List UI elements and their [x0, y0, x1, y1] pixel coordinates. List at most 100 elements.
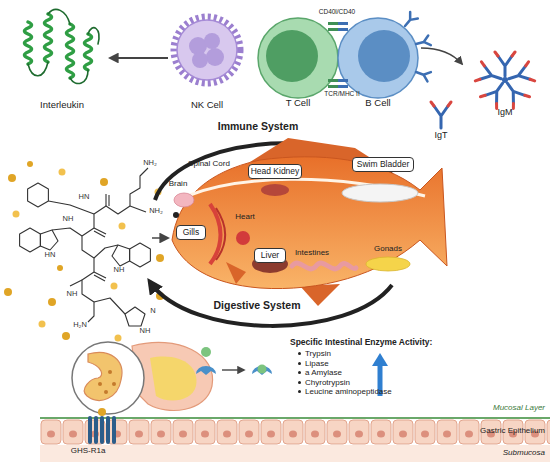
fish-anatomy [172, 157, 447, 289]
nk-cell [206, 48, 224, 66]
fish-anatomy [173, 212, 179, 218]
peptide-molecule [52, 228, 82, 236]
peptide-molecule [94, 298, 125, 314]
node-text: T Cell [256, 97, 340, 108]
ligand-dots [156, 254, 164, 262]
b-cell [338, 12, 431, 98]
enzyme-activation [201, 347, 211, 357]
ghs-r1a-receptor [94, 416, 98, 444]
nk-cell [174, 17, 240, 83]
ligand-dots [13, 211, 20, 218]
peptide-molecule [130, 168, 148, 206]
fish-anatomy [226, 262, 246, 284]
fish-anatomy [216, 208, 225, 260]
b-cell [401, 12, 418, 29]
igm-antibody [480, 94, 499, 109]
uptake-arrow [152, 237, 168, 239]
fish-anatomy [236, 231, 250, 245]
peptide-molecule [28, 183, 49, 207]
receptor-label: GHS-R1a [71, 447, 106, 456]
increase-arrow [372, 353, 388, 366]
tissue-layer-label: Mucosal Layer [493, 404, 545, 413]
igt-antibody [431, 102, 451, 106]
igm-antibody [499, 77, 529, 108]
node-text: Swim Bladder [357, 160, 409, 169]
peptide-molecule [130, 243, 151, 267]
node-text: Head Kidney [251, 167, 300, 176]
b-cell [415, 36, 431, 49]
enzyme-item: a Amylase [298, 369, 342, 378]
gastric-tissue [40, 445, 550, 462]
stomach-illustration [98, 382, 102, 386]
interleukin-protein [48, 9, 70, 24]
igm-antibody [498, 56, 512, 76]
igm-antibody [525, 62, 535, 82]
t-cell [266, 30, 318, 82]
atom-label: NH [67, 290, 78, 298]
ligand-dots [4, 161, 164, 342]
gastric-tissue [40, 418, 550, 462]
antibody-label: IgT [434, 131, 447, 141]
peptide-molecule [125, 307, 145, 326]
list-item-text: Trypsin [305, 349, 331, 358]
ghs-r1a-receptor [98, 408, 106, 416]
ghs-r1a-receptor [112, 416, 116, 444]
peptide-molecule [20, 228, 41, 252]
tissue-layer-label: Gastric Epithelium [480, 427, 545, 436]
list-item-text: a Amylase [305, 368, 342, 377]
node-text: NK Cell [168, 99, 246, 110]
bullet-dot [298, 390, 301, 393]
enzyme-item: Trypsin [298, 350, 331, 359]
organ-box: Liver [254, 248, 286, 263]
peptide-molecule [94, 245, 118, 258]
interleukin-protein [28, 62, 48, 76]
igm-antibody [480, 66, 503, 85]
igm-antibody [480, 77, 510, 108]
interleukin-protein [88, 28, 99, 44]
system-label: Immune System [218, 121, 299, 133]
b-cell [414, 67, 431, 81]
organ-label: Intestines [295, 249, 329, 258]
interleukin-protein [25, 9, 99, 83]
bullet-dot [298, 362, 301, 365]
receptor-pairs [328, 28, 338, 31]
peptide-molecule [94, 228, 106, 234]
receptor-pairs [338, 85, 348, 88]
system-label: Digestive System [214, 300, 301, 312]
ligand-dots [27, 161, 33, 167]
organ-box: Head Kidney [248, 164, 302, 179]
stomach-illustration [84, 352, 122, 400]
organ-label: Spinal Cord [188, 160, 230, 169]
bullet-dot [298, 381, 301, 384]
fish-anatomy [292, 263, 356, 269]
ligand-dots [8, 174, 16, 182]
atom-label: H₂N [73, 321, 87, 329]
receptor-pairs [328, 22, 348, 88]
nk-cell [174, 17, 240, 83]
atom-label: NH [140, 327, 151, 335]
atom-label: NH₂ [149, 207, 163, 215]
peptide-molecule [20, 168, 151, 326]
ligand-dots [59, 169, 66, 176]
atom-label: HN [45, 251, 56, 259]
receptor-pairs [328, 79, 338, 82]
fish-anatomy [174, 193, 194, 207]
b-cell [414, 67, 431, 81]
stomach-illustration [150, 357, 197, 401]
list-item-text: Leucine aminopeptidase [305, 387, 392, 396]
interleukin-protein [25, 22, 32, 64]
ghs-r1a-receptor [106, 416, 110, 444]
organ-box: Gills [176, 225, 206, 240]
node-text: Gills [183, 228, 200, 237]
igm-antibody [511, 94, 530, 109]
interface-label: TCR/MHC II [324, 90, 359, 97]
list-item-text: Chyrotrypsin [305, 378, 350, 387]
igm-antibody [507, 66, 530, 85]
antibody-label: IgM [497, 108, 512, 118]
atom-label: NH [114, 266, 125, 274]
bullet-dot [298, 352, 301, 355]
enzyme-activation [258, 365, 267, 374]
ligand-dots [119, 223, 126, 230]
